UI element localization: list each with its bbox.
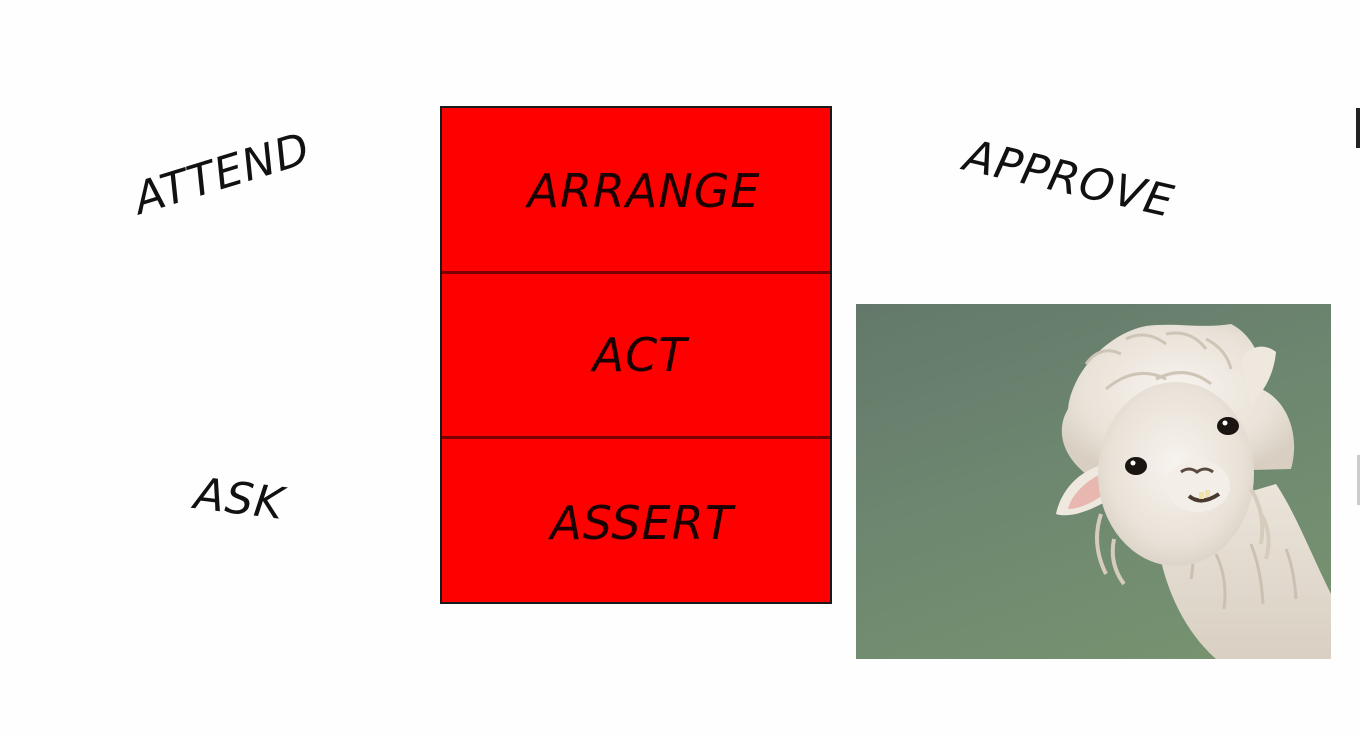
stack-cell-label: ARRANGE <box>527 164 761 219</box>
word-approve: APPROVE <box>959 130 1179 228</box>
stack-cell-arrange: ARRANGE <box>442 108 830 271</box>
alpaca-photo <box>856 304 1331 659</box>
alpaca-illustration <box>1056 324 1331 659</box>
stack-cell-assert: ASSERT <box>442 436 830 603</box>
edge-mark <box>1357 455 1360 505</box>
aaa-stack: ARRANGE ACT ASSERT <box>440 106 832 604</box>
stack-cell-label: ASSERT <box>550 495 734 550</box>
word-attend: ATTEND <box>127 123 317 225</box>
word-ask: ASK <box>191 468 288 530</box>
edge-mark <box>1356 108 1360 148</box>
stack-cell-label: ACT <box>592 328 688 382</box>
stack-cell-act: ACT <box>442 270 830 437</box>
